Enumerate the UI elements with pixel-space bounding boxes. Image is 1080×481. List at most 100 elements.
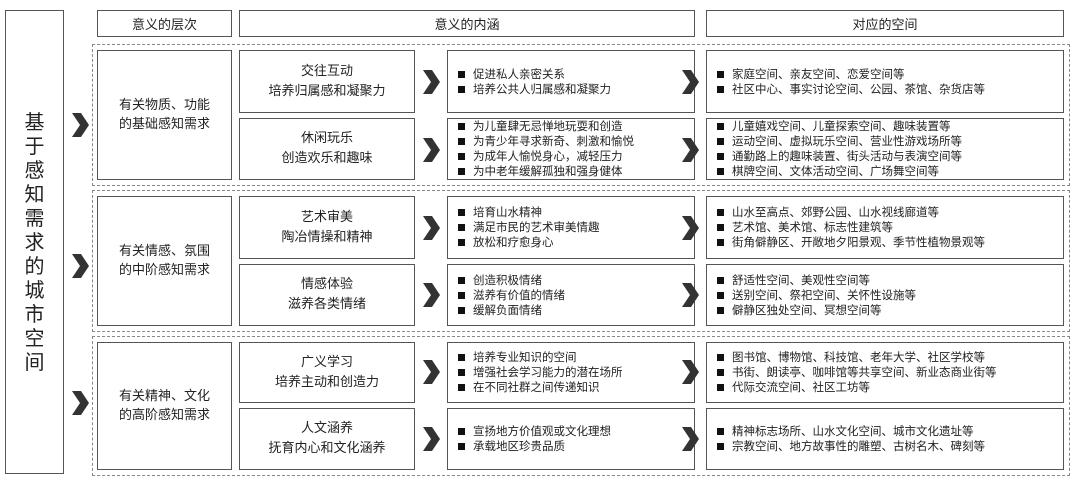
list-item-text: 精神标志场所、山水文化空间、城市文化遗址等: [732, 424, 974, 438]
level-high-label: 有关精神、文化 的高阶感知需求: [118, 389, 210, 423]
bullet-square-icon: [717, 354, 724, 361]
group-outline-high: [92, 336, 1070, 476]
chevron-right-icon: [421, 427, 441, 451]
meaning-name: 情感体验: [300, 277, 353, 292]
meaning-item-list: 促进私人亲密关系 培养公共人归属感和凝聚力: [447, 50, 695, 113]
list-item: 为青少年寻求新奇、刺激和愉悦: [458, 134, 694, 149]
bullet-square-icon: [458, 384, 465, 391]
diagram-title: 基于感知需求的城市空间: [5, 10, 64, 474]
list-item-text: 促进私人亲密关系: [473, 66, 565, 81]
level-middle-label: 有关情感、氛围 的中阶感知需求: [118, 244, 210, 278]
bullet-square-icon: [717, 443, 724, 450]
meaning-desc: 创造欢乐和趣味: [281, 151, 373, 166]
meaning-box: 情感体验 滋养各类情绪: [239, 264, 415, 326]
bullet-square-icon: [717, 276, 724, 284]
bullet-square-icon: [458, 291, 465, 299]
header-level: 意义的层次: [97, 10, 232, 37]
list-item-text: 舒适性空间、美观性空间等: [732, 272, 870, 287]
meaning-desc: 滋养各类情绪: [287, 297, 366, 312]
list-item: 培养专业知识的空间: [458, 350, 694, 365]
chevron-right-icon: [70, 391, 90, 415]
chevron-right-icon: [70, 254, 90, 278]
meaning-desc: 培养归属感和凝聚力: [268, 83, 386, 99]
meaning-desc: 抚育内心和文化涵养: [268, 441, 386, 456]
bullet-square-icon: [717, 153, 724, 160]
list-item: 通勤路上的趣味装置、街头活动与表演空间等: [717, 149, 1063, 164]
list-item-text: 棋牌空间、文体活动空间、广场舞空间等: [732, 164, 939, 178]
list-item: 为儿童肆无忌惮地玩耍和创造: [458, 119, 694, 134]
list-item-text: 滋养有价值的情绪: [473, 287, 565, 302]
meaning-name: 人文涵养: [300, 421, 353, 436]
list-item-text: 为成年人愉悦身心，减轻压力: [473, 149, 623, 163]
chevron-right-icon: [421, 70, 441, 94]
meaning-name: 休闲玩乐: [300, 131, 353, 146]
bullet-square-icon: [717, 239, 724, 246]
list-item: 运动空间、虚拟玩乐空间、营业性游戏场所等: [717, 134, 1063, 149]
space-list: 山水至高点、郊野公园、山水视线廊道等 艺术馆、美术馆、标志性建筑等 街角僻静区、…: [706, 196, 1064, 259]
header-meaning-label: 意义的内涵: [434, 18, 500, 33]
chevron-right-icon: [421, 216, 441, 240]
list-item: 僻静区独处空间、冥想空间等: [717, 303, 1063, 318]
list-item-text: 山水至高点、郊野公园、山水视线廊道等: [732, 205, 939, 219]
space-list: 精神标志场所、山水文化空间、城市文化遗址等 宗教空间、地方故事性的雕塑、古树名木…: [706, 408, 1064, 470]
list-item-text: 图书馆、博物馆、科技馆、老年大学、社区学校等: [732, 350, 985, 364]
meaning-box: 交往互动 培养归属感和凝聚力: [239, 50, 415, 113]
bullet-square-icon: [458, 138, 465, 145]
diagram-title-text: 基于感知需求的城市空间: [24, 110, 45, 374]
list-item: 儿童嬉戏空间、儿童探索空间、趣味装置等: [717, 119, 1063, 134]
chevron-right-icon: [680, 138, 700, 162]
list-item-text: 增强社会学习能力的潜在场所: [473, 365, 623, 379]
list-item: 促进私人亲密关系: [458, 67, 694, 82]
list-item: 书街、朗读亭、咖啡馆等共享空间、新业态商业街等: [717, 365, 1063, 380]
bullet-square-icon: [717, 384, 724, 391]
list-item-text: 为中老年缓解孤独和强身健体: [473, 164, 623, 178]
chevron-right-icon: [680, 427, 700, 451]
bullet-square-icon: [717, 85, 724, 93]
list-item-text: 创造积极情绪: [473, 272, 542, 287]
meaning-item-list: 培养专业知识的空间 增强社会学习能力的潜在场所 在不同社群之间传递知识: [447, 342, 695, 403]
bullet-square-icon: [458, 306, 465, 314]
list-item: 为成年人愉悦身心，减轻压力: [458, 149, 694, 164]
bullet-square-icon: [458, 354, 465, 361]
bullet-square-icon: [458, 70, 465, 78]
bullet-square-icon: [717, 306, 724, 314]
bullet-square-icon: [717, 291, 724, 299]
bullet-square-icon: [717, 138, 724, 145]
chevron-right-icon: [421, 283, 441, 307]
header-space-label: 对应的空间: [852, 18, 918, 33]
bullet-square-icon: [717, 168, 724, 175]
list-item-text: 僻静区独处空间、冥想空间等: [732, 302, 882, 317]
group-outline-middle: [92, 190, 1070, 332]
meaning-name: 交往互动: [300, 63, 353, 79]
meaning-box: 广义学习 培养主动和创造力: [239, 342, 415, 403]
bullet-square-icon: [717, 428, 724, 435]
chevron-right-icon: [680, 283, 700, 307]
list-item: 棋牌空间、文体活动空间、广场舞空间等: [717, 164, 1063, 179]
list-item-text: 送别空间、祭祀空间、关怀性设施等: [732, 287, 916, 302]
bullet-square-icon: [458, 276, 465, 284]
list-item: 培养公共人归属感和凝聚力: [458, 82, 694, 97]
meaning-name: 艺术审美: [300, 209, 353, 225]
space-list: 舒适性空间、美观性空间等 送别空间、祭祀空间、关怀性设施等 僻静区独处空间、冥想…: [706, 264, 1064, 326]
list-item-text: 培育山水精神: [473, 205, 542, 219]
list-item-text: 培养公共人归属感和凝聚力: [473, 81, 611, 96]
bullet-square-icon: [717, 70, 724, 78]
list-item-text: 培养专业知识的空间: [473, 350, 577, 364]
list-item-text: 为青少年寻求新奇、刺激和愉悦: [473, 134, 634, 148]
bullet-square-icon: [717, 369, 724, 376]
bullet-square-icon: [717, 224, 724, 231]
space-list: 儿童嬉戏空间、儿童探索空间、趣味装置等 运动空间、虚拟玩乐空间、营业性游戏场所等…: [706, 118, 1064, 180]
chevron-right-icon: [680, 216, 700, 240]
bullet-square-icon: [458, 239, 465, 246]
group-outline-basic: [92, 44, 1070, 186]
list-item: 缓解负面情绪: [458, 303, 694, 318]
space-list: 图书馆、博物馆、科技馆、老年大学、社区学校等 书街、朗读亭、咖啡馆等共享空间、新…: [706, 342, 1064, 403]
list-item: 承载地区珍贵品质: [458, 439, 694, 454]
list-item: 满足市民的艺术审美情趣: [458, 220, 694, 235]
list-item-text: 通勤路上的趣味装置、街头活动与表演空间等: [732, 149, 962, 163]
list-item: 家庭空间、亲友空间、恋爱空间等: [717, 67, 1063, 82]
list-item-text: 放松和疗愈身心: [473, 235, 554, 249]
list-item-text: 社区中心、事实讨论空间、公园、茶馆、杂货店等: [732, 81, 985, 96]
list-item-text: 儿童嬉戏空间、儿童探索空间、趣味装置等: [732, 119, 951, 133]
list-item-text: 艺术馆、美术馆、标志性建筑等: [732, 220, 893, 234]
